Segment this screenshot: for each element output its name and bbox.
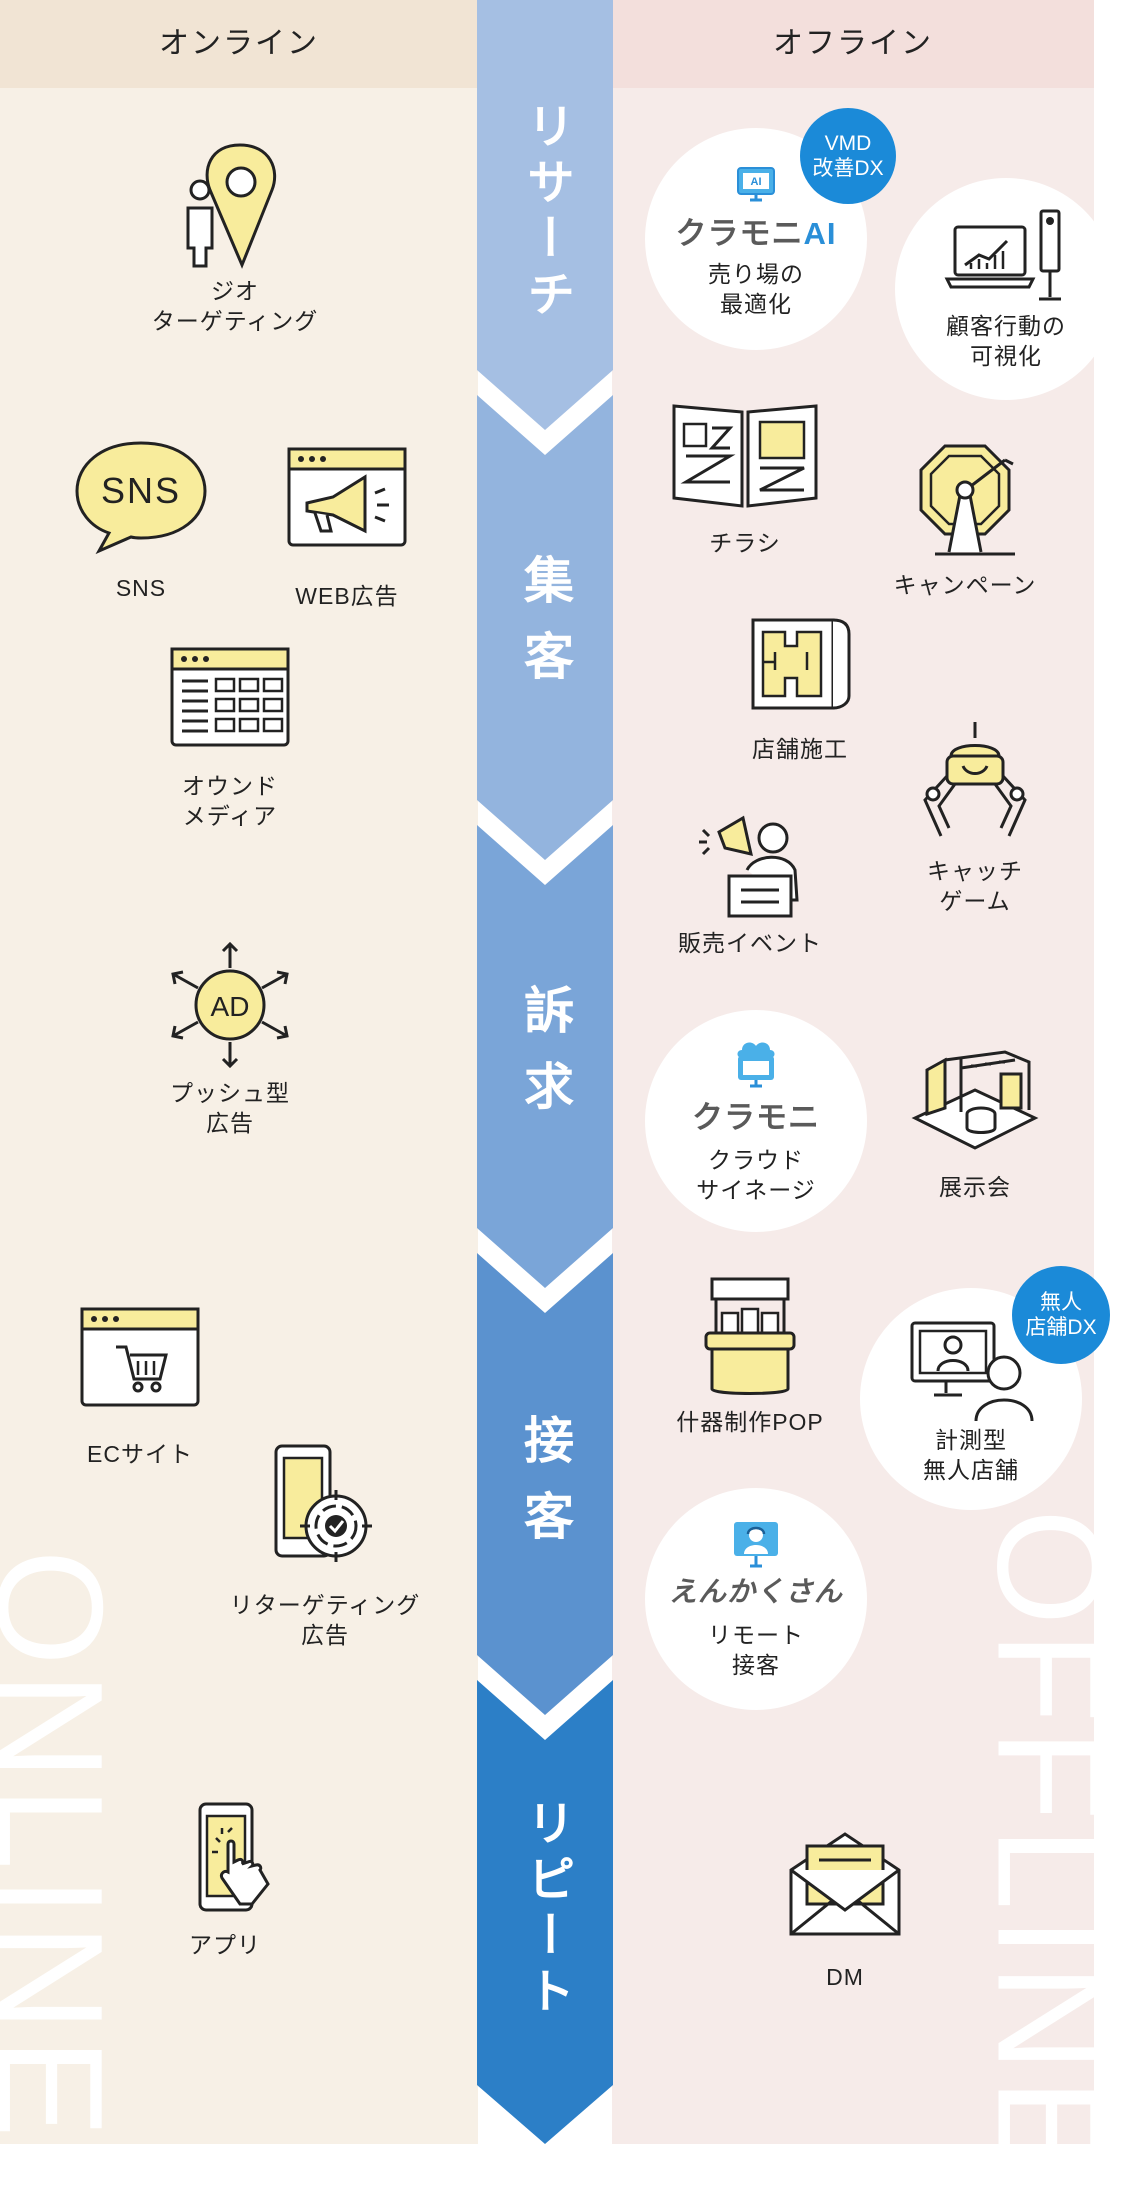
sns-icon-text: SNS (101, 470, 181, 511)
stage-service: 接客 (477, 1380, 613, 1600)
laptop-camera-icon (941, 207, 1071, 307)
stage-research-label: リサーチ (510, 101, 580, 325)
retargeting-label: リターゲティング 広告 (230, 1590, 421, 1650)
owned-media-label: オウンド メディア (182, 771, 278, 831)
item-sns: SNS SNS (66, 435, 216, 603)
push-ad-label: プッシュ型 広告 (170, 1078, 290, 1138)
dm-label: DM (826, 1962, 864, 1992)
exhibition-booth-icon (905, 1048, 1045, 1158)
item-exhibition: 展示会 (900, 1048, 1050, 1202)
offline-watermark: OFFLINE (964, 1497, 1128, 2197)
ad-broadcast-icon: AD (165, 940, 295, 1070)
remote-operator-icon (730, 1518, 782, 1568)
item-app: アプリ (160, 1800, 290, 1960)
online-watermark: ONLINE (0, 1497, 137, 2197)
fixture-pop-label: 什器制作POP (676, 1407, 824, 1437)
flyer-icon (670, 398, 820, 510)
kuramoni-ai-logo: クラモニAI (676, 208, 837, 253)
owned-media-browser-icon (168, 645, 292, 749)
unmanned-dx-badge: 無人 店舗DX (1012, 1266, 1110, 1364)
item-crane-game: キャッチ ゲーム (900, 720, 1050, 916)
sales-event-icon (685, 808, 815, 924)
store-construction-label: 店舗施工 (752, 734, 848, 764)
online-header: オンライン (0, 0, 478, 88)
stage-repeat: リピート (477, 1780, 613, 2040)
retargeting-phone-icon (270, 1442, 380, 1572)
item-fixture-pop: 什器制作POP (660, 1275, 840, 1437)
visualization-circle: 顧客行動の 可視化 (895, 178, 1117, 400)
envelope-icon (785, 1830, 905, 1940)
item-sales-event: 販売イベント (660, 808, 840, 958)
kuramoni-circle: クラモニ クラウド サイネージ (645, 1010, 867, 1232)
crane-claw-icon (915, 720, 1035, 850)
measured-store-label: 計測型 無人店舗 (923, 1425, 1019, 1485)
megaphone-browser-icon (285, 445, 409, 555)
stage-appeal-label: 訴求 (509, 984, 581, 1136)
kuramoni-ai-label: 売り場の 最適化 (708, 259, 804, 319)
item-geo-targeting: ジオ ターゲティング (130, 140, 340, 336)
stage-appeal: 訴求 (477, 950, 613, 1170)
cart-browser-icon (78, 1305, 202, 1409)
crane-game-label: キャッチ ゲーム (927, 856, 1023, 916)
item-owned-media: オウンド メディア (150, 645, 310, 831)
item-flyer: チラシ (670, 398, 820, 558)
offline-header: オフライン (612, 0, 1094, 88)
geo-pin-icon (180, 140, 290, 270)
ad-icon-text: AD (211, 991, 250, 1022)
item-retargeting: リターゲティング 広告 (210, 1442, 440, 1650)
blueprint-icon (745, 612, 855, 712)
kuramoni-logo: クラモニ (692, 1092, 820, 1137)
lottery-machine-icon (905, 440, 1025, 558)
speech-bubble-icon: SNS (71, 435, 211, 555)
app-label: アプリ (189, 1930, 261, 1960)
stage-attract-label: 集客 (509, 554, 581, 706)
item-campaign: キャンペーン (880, 440, 1050, 600)
enkaku-logo: えんかくさん (669, 1570, 843, 1610)
geo-targeting-label: ジオ ターゲティング (152, 276, 319, 336)
flyer-label: チラシ (709, 528, 781, 558)
item-store-construction: 店舗施工 (720, 612, 880, 764)
stage-repeat-label: リピート (510, 1798, 580, 2022)
ai-monitor-text: AI (751, 176, 762, 188)
stage-service-label: 接客 (509, 1414, 581, 1566)
exhibition-label: 展示会 (939, 1172, 1011, 1202)
visualization-label: 顧客行動の 可視化 (946, 311, 1066, 371)
cloud-monitor-icon (732, 1038, 780, 1088)
sales-event-label: 販売イベント (678, 928, 822, 958)
kuramoni-label: クラウド サイネージ (696, 1145, 816, 1205)
web-ad-label: WEB広告 (295, 581, 398, 611)
vmd-dx-badge: VMD 改善DX (800, 108, 896, 204)
item-web-ad: WEB広告 (272, 445, 422, 611)
sns-label: SNS (116, 573, 166, 603)
item-push-ad: AD プッシュ型 広告 (140, 940, 320, 1138)
ec-site-label: ECサイト (87, 1439, 193, 1469)
item-ec-site: ECサイト (70, 1305, 210, 1469)
stage-research: リサーチ (477, 88, 613, 338)
remote-service-circle: えんかくさん リモート 接客 (645, 1488, 867, 1710)
stage-attract: 集客 (477, 520, 613, 740)
kuramoni-ai-logo-ai: AI (804, 216, 837, 251)
remote-service-label: リモート 接客 (708, 1620, 804, 1680)
kuramoni-ai-logo-text: クラモニ (676, 216, 804, 251)
pop-fixture-icon (700, 1275, 800, 1401)
ai-monitor-icon: AI (734, 160, 778, 204)
item-dm: DM (780, 1830, 910, 1992)
campaign-label: キャンペーン (894, 570, 1037, 600)
smartphone-touch-icon (170, 1800, 280, 1920)
